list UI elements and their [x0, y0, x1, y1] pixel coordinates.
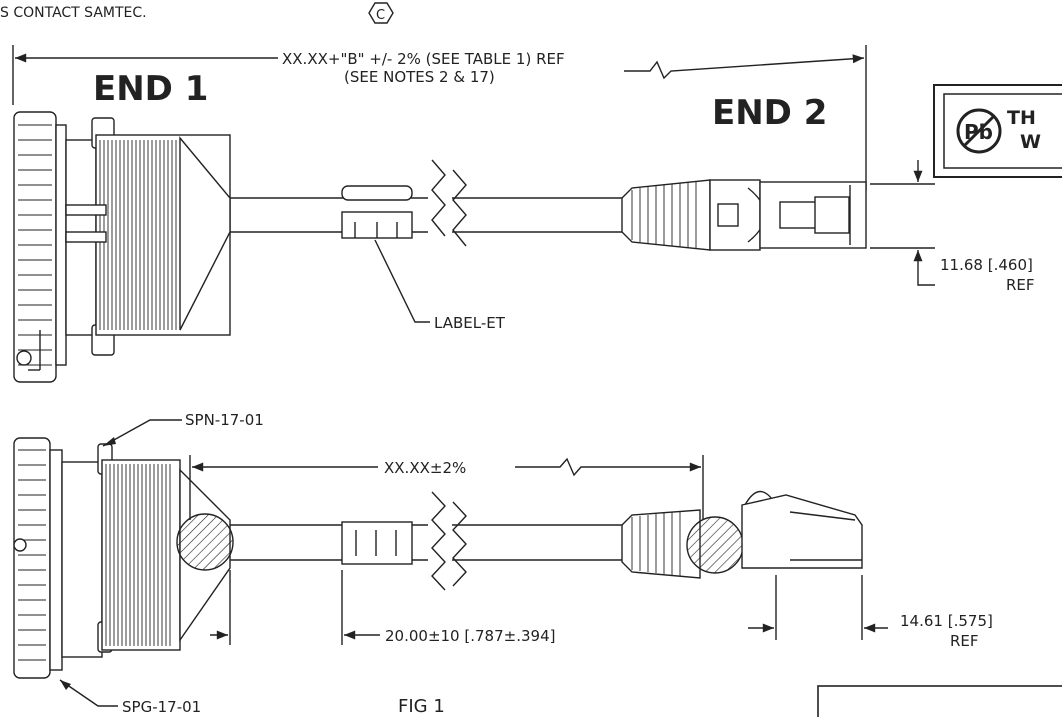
svg-text:C: C: [376, 8, 385, 23]
overall-length-text: XX.XX+"B" +/- 2% (SEE TABLE 1) REF: [282, 50, 565, 68]
plug-length-value: 14.61 [.575]: [900, 612, 993, 630]
label-et-bottom: [341, 521, 413, 565]
end1-title: END 1: [93, 69, 208, 109]
spn-leader: [102, 419, 182, 447]
label-et-leader: [374, 239, 430, 323]
end1-connector-top: [13, 111, 231, 383]
top-cable: [230, 159, 622, 247]
note-contact-fragment: S CONTACT SAMTEC.: [0, 5, 147, 21]
no-lead-symbol: Pb: [964, 120, 993, 144]
rj45-plug-bottom: [621, 490, 863, 579]
cable-section-right: [686, 516, 744, 574]
cable-length-text: XX.XX±2%: [384, 459, 466, 477]
plug-height-arrow-bottom: [913, 250, 935, 286]
no-lead-icon: [956, 108, 1002, 154]
label-et-callout: LABEL-ET: [434, 314, 506, 332]
revision-symbol: C: [368, 2, 394, 24]
plug-height-ref: REF: [1006, 276, 1035, 294]
badge-text-line1: TH: [1007, 107, 1036, 129]
label-et-top: [341, 185, 413, 239]
cable-section-left: [176, 513, 234, 571]
spg-callout: SPG-17-01: [122, 698, 201, 716]
cable-length-line-right: [515, 457, 701, 477]
spg-leader: [59, 679, 118, 707]
figure-label: FIG 1: [398, 696, 445, 717]
table-box: [817, 685, 1062, 717]
spn-callout: SPN-17-01: [185, 411, 264, 429]
leadfree-badge: Pb TH W: [933, 84, 1062, 178]
plug-height-value: 11.68 [.460]: [940, 256, 1033, 274]
spg-leader-arrowhead: [60, 680, 71, 690]
spn-leader-arrowhead: [103, 437, 116, 446]
plug-length-ref: REF: [950, 632, 979, 650]
end1-connector-bottom: [13, 437, 234, 679]
label-offset-text: 20.00±10 [.787±.394]: [385, 627, 555, 645]
badge-text-line2: W: [1020, 131, 1041, 153]
overall-length-dimension-line-right: [624, 54, 865, 80]
end2-title: END 2: [712, 93, 827, 133]
overall-length-notes: (SEE NOTES 2 & 17): [344, 68, 495, 86]
bottom-cable: [230, 491, 622, 591]
rj45-plug-top: [621, 179, 867, 251]
